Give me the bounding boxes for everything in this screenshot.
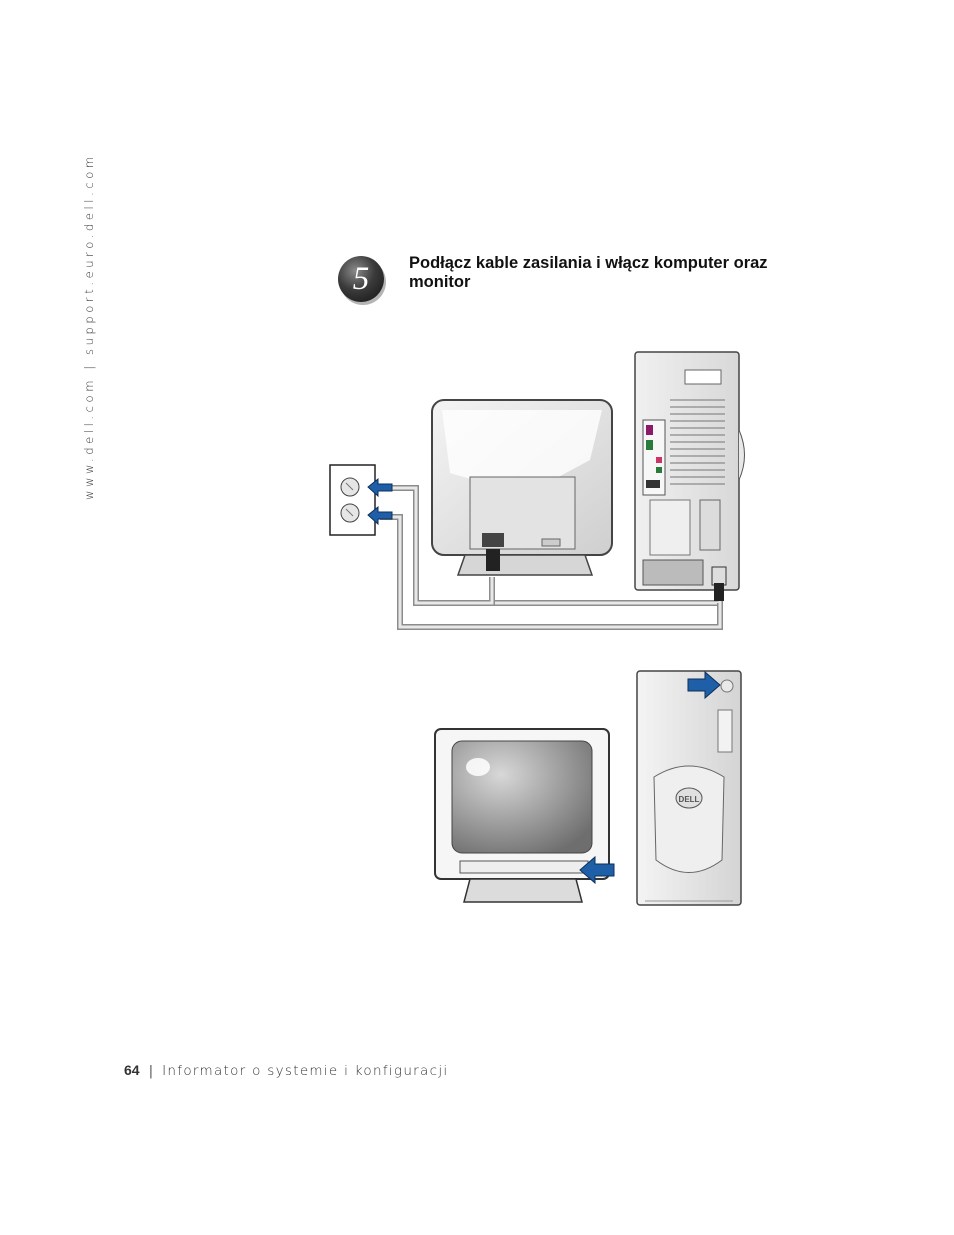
wall-outlet-icon: [329, 464, 376, 536]
tower-computer-back-icon: [634, 351, 745, 601]
footer-title: Informator o systemie i konfiguracji: [162, 1063, 449, 1079]
crt-monitor-back-icon: [431, 399, 613, 576]
tower-computer-front-icon: DELL: [636, 670, 742, 906]
monitor-power-arrow-icon: [579, 855, 615, 885]
power-on-illustration: DELL: [434, 670, 742, 906]
page-number: 64: [124, 1062, 140, 1078]
power-cable-connection-illustration: [329, 351, 745, 630]
step-number-badge: 5: [338, 256, 384, 302]
step-title: Podłącz kable zasilania i włącz komputer…: [409, 254, 768, 291]
footer-separator: |: [148, 1063, 154, 1079]
side-url: www.dell.com | support.euro.dell.com: [82, 153, 96, 500]
crt-monitor-front-icon: [434, 728, 610, 903]
tower-power-arrow-icon: [687, 670, 721, 700]
tower-logo-text: DELL: [679, 795, 700, 804]
plug-in-arrow-icon: [367, 477, 393, 526]
page-footer: 64 | Informator o systemie i konfiguracji: [124, 1062, 448, 1079]
